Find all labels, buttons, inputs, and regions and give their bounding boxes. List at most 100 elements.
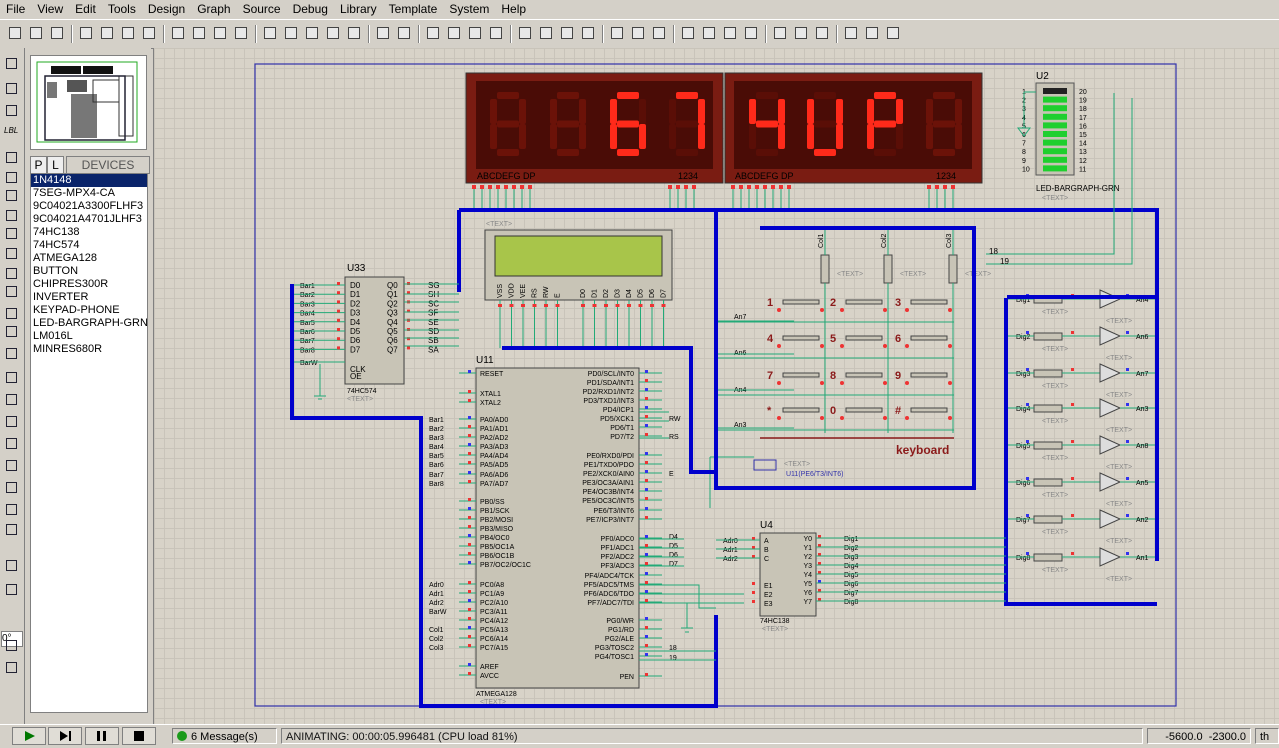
key-hash[interactable]: #: [895, 405, 901, 417]
text-tool[interactable]: [3, 480, 21, 496]
path-tool[interactable]: [3, 458, 21, 474]
tape-tool[interactable]: [3, 266, 21, 282]
menu-edit[interactable]: Edit: [75, 2, 96, 16]
circle-tool[interactable]: [3, 414, 21, 430]
seven-seg-display-right[interactable]: ABCDEFG DP 1234: [724, 72, 983, 184]
netlist-button[interactable]: [884, 24, 902, 42]
print-button[interactable]: [140, 24, 158, 42]
marker-tool[interactable]: [3, 522, 21, 538]
pan-button[interactable]: [261, 24, 279, 42]
import-button[interactable]: [77, 24, 95, 42]
key-6[interactable]: 6: [895, 333, 901, 345]
menu-graph[interactable]: Graph: [197, 2, 231, 16]
device-item[interactable]: BUTTON: [33, 265, 79, 277]
seven-seg-display-left[interactable]: ABCDEFG DP 1234: [465, 72, 724, 184]
mirror-x-tool[interactable]: [3, 638, 21, 654]
zoom-out-button[interactable]: [303, 24, 321, 42]
key-star[interactable]: *: [767, 405, 772, 417]
menu-debug[interactable]: Debug: [292, 2, 328, 16]
u11-atmega128[interactable]: U11 RESETXTAL1XTAL2PA0/AD0PA1/AD1PA2/AD2…: [429, 355, 681, 706]
device-item[interactable]: ATMEGA128: [33, 252, 97, 264]
device-item[interactable]: 9C04021A3300FLHF3: [33, 200, 144, 212]
pause-button[interactable]: [85, 727, 119, 745]
select-tool[interactable]: [3, 56, 21, 72]
open-button[interactable]: [27, 24, 45, 42]
graph-tool[interactable]: [3, 246, 21, 262]
line-tool[interactable]: [3, 370, 21, 386]
arc-tool[interactable]: [3, 436, 21, 452]
menu-template[interactable]: Template: [388, 2, 438, 16]
make-device-button[interactable]: [608, 24, 626, 42]
rotate-cw-tool[interactable]: [3, 558, 21, 574]
remove-sheet-button[interactable]: [792, 24, 810, 42]
copy-button[interactable]: [445, 24, 463, 42]
block-copy-button[interactable]: [487, 24, 505, 42]
menu-design[interactable]: Design: [147, 2, 186, 16]
grid-button[interactable]: [211, 24, 229, 42]
pick-devices-button[interactable]: P: [30, 156, 47, 174]
device-item[interactable]: INVERTER: [33, 291, 89, 303]
key-7[interactable]: 7: [767, 370, 773, 382]
save-button[interactable]: [48, 24, 66, 42]
block-delete-button[interactable]: [558, 24, 576, 42]
library-manager-button[interactable]: L: [47, 156, 64, 174]
mirror-y-tool[interactable]: [3, 660, 21, 676]
menu-library[interactable]: Library: [339, 2, 377, 16]
key-5[interactable]: 5: [830, 333, 836, 345]
key-8[interactable]: 8: [830, 370, 836, 382]
new-sheet-button[interactable]: [771, 24, 789, 42]
device-item[interactable]: LM016L: [33, 330, 73, 342]
menu-file[interactable]: File: [6, 2, 26, 16]
search-button[interactable]: [700, 24, 718, 42]
generator-tool[interactable]: [3, 284, 21, 300]
probe-current-tool[interactable]: [3, 324, 21, 340]
decompose-button[interactable]: [650, 24, 668, 42]
text-script-tool[interactable]: [3, 150, 21, 166]
device-item[interactable]: 7SEG-MPX4-CA: [33, 187, 115, 199]
junction-tool[interactable]: [3, 103, 21, 119]
property-button[interactable]: [721, 24, 739, 42]
cut-button[interactable]: [424, 24, 442, 42]
zoom-area-button[interactable]: [345, 24, 363, 42]
device-item[interactable]: MINRES680R: [33, 343, 103, 355]
menu-tools[interactable]: Tools: [107, 2, 136, 16]
subcircuit-tool[interactable]: [3, 188, 21, 204]
messages-indicator[interactable]: 6 Message(s): [172, 728, 277, 744]
erc-button[interactable]: [863, 24, 881, 42]
key-3[interactable]: 3: [895, 297, 901, 309]
new-button[interactable]: [6, 24, 24, 42]
menu-view[interactable]: View: [37, 2, 64, 16]
u33-chip[interactable]: U33 D0Bar1D1Bar2D2Bar3D3Bar4D4Bar5D5Bar6…: [292, 263, 440, 403]
close-button[interactable]: [119, 24, 137, 42]
redo-button[interactable]: [395, 24, 413, 42]
key-2[interactable]: 2: [830, 297, 836, 309]
exit-parent-button[interactable]: [813, 24, 831, 42]
device-item[interactable]: 9C04021A4701JLHF3: [33, 213, 142, 225]
menu-system[interactable]: System: [449, 2, 490, 16]
rotate-ccw-tool[interactable]: [3, 582, 21, 598]
play-button[interactable]: [12, 727, 46, 745]
device-item[interactable]: 74HC138: [33, 226, 80, 238]
export-button[interactable]: [98, 24, 116, 42]
schematic-svg[interactable]: ABCDEFG DP 1234 ABCDEFG DP 1234 U2 20119…: [154, 48, 1279, 724]
virtual-instrument-tool[interactable]: [3, 346, 21, 362]
design-explorer-button[interactable]: [742, 24, 760, 42]
pick-button[interactable]: [579, 24, 597, 42]
zoom-all-button[interactable]: [324, 24, 342, 42]
refresh-button[interactable]: [190, 24, 208, 42]
probe-voltage-tool[interactable]: [3, 306, 21, 322]
stop-button[interactable]: [122, 727, 156, 745]
device-item[interactable]: KEYPAD-PHONE: [33, 304, 120, 316]
box-tool[interactable]: [3, 392, 21, 408]
wire-autorouter-button[interactable]: [679, 24, 697, 42]
buses-tool[interactable]: [3, 170, 21, 186]
menu-help[interactable]: Help: [501, 2, 527, 16]
key-1[interactable]: 1: [767, 297, 773, 309]
step-button[interactable]: [48, 727, 82, 745]
block-rotate-button[interactable]: [537, 24, 555, 42]
